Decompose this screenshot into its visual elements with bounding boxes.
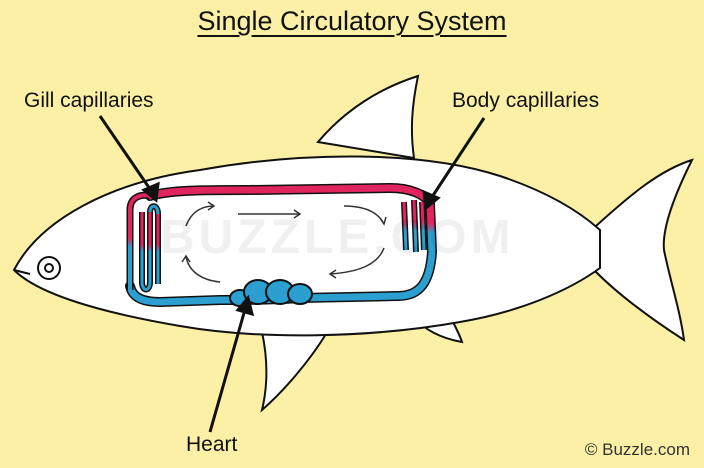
oxygenated-vessel-fill — [146, 184, 434, 208]
fish-mouth — [13, 269, 31, 275]
flow-arrows — [181, 201, 387, 283]
label-body-capillaries: Body capillaries — [452, 89, 600, 112]
body-capillaries — [401, 199, 437, 253]
label-heart: Heart — [186, 433, 238, 456]
label-gill-capillaries: Gill capillaries — [24, 89, 154, 112]
tail-fin — [595, 158, 694, 343]
pelvic-fin — [260, 330, 328, 413]
watermark-text: BUZZLE.COM — [160, 211, 515, 264]
fish-body — [12, 155, 601, 337]
gill-capillaries — [126, 191, 161, 293]
credit-text: © Buzzle.com — [584, 440, 690, 459]
diagram-title: Single Circulatory System — [197, 6, 507, 36]
fish-pupil — [44, 263, 54, 273]
dorsal-fin — [316, 74, 420, 160]
heart — [229, 279, 313, 307]
label-pointers — [98, 115, 486, 433]
